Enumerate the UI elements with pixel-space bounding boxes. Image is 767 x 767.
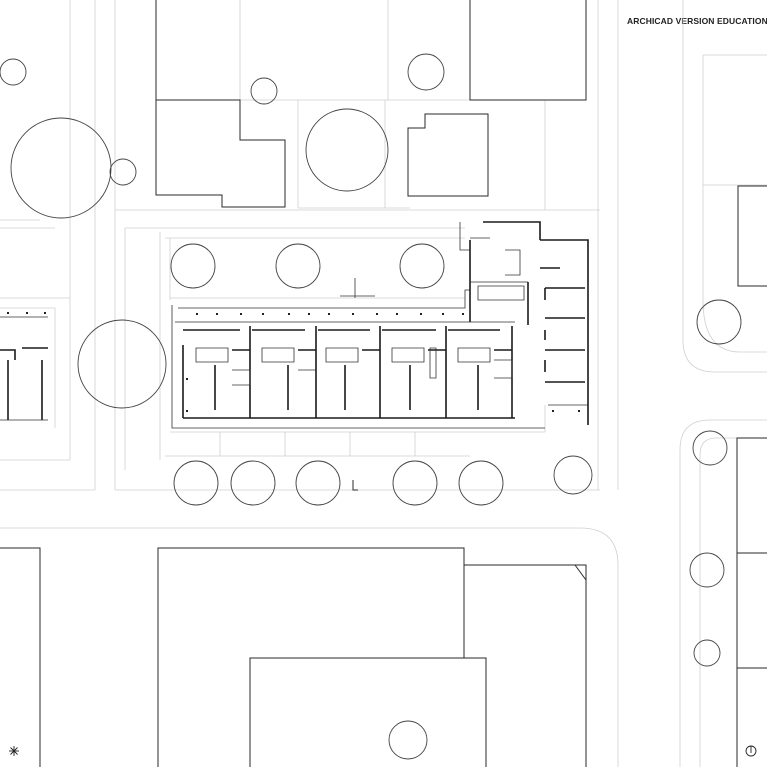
compass-star-icon — [9, 746, 19, 756]
watermark-label: ARCHICAD VERSION EDUCATION — [627, 16, 767, 26]
left-building-plan — [0, 312, 48, 421]
north-arrow-icon — [745, 745, 757, 757]
main-building-plan — [171, 221, 589, 429]
trees — [0, 53, 742, 760]
